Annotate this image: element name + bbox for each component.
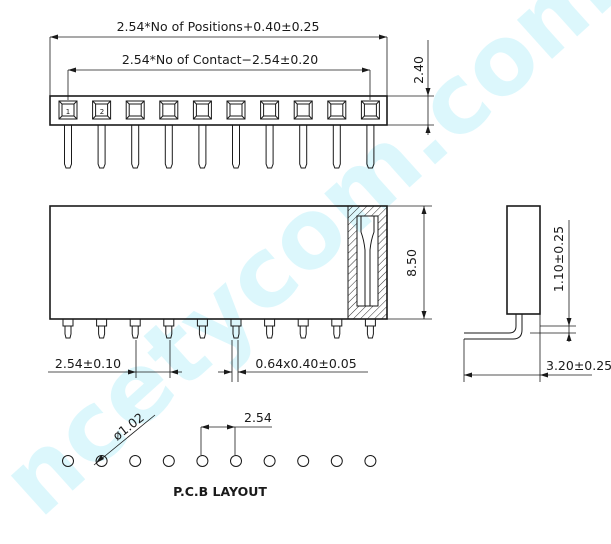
pin (64, 125, 72, 169)
pin (129, 318, 141, 339)
pcb-hole (330, 455, 343, 467)
side-body (506, 205, 541, 315)
pcb-hole (62, 455, 74, 467)
contact-square (260, 100, 280, 120)
pcb-hole (230, 455, 242, 467)
side-pin (464, 314, 523, 340)
pin-row (62, 318, 376, 339)
pin (364, 318, 376, 339)
pin (96, 318, 108, 339)
layout-pitch-label: 2.54 (244, 410, 272, 425)
side-width-label: 3.20±0.25 (546, 358, 611, 373)
pin (366, 125, 375, 169)
pin-number-label: 1 (66, 108, 70, 116)
pitch-dimension: 2.54±0.10 (48, 340, 182, 378)
pin-section-dimension: 0.64x0.40±0.05 (218, 340, 368, 382)
pin (198, 125, 207, 169)
pin (299, 125, 308, 169)
contact-square (192, 100, 212, 120)
pin (232, 125, 240, 169)
contact-span-dimension: 2.54*No of Contact−2.54±0.20 (67, 52, 371, 100)
pitch-label: 2.54±0.10 (55, 356, 121, 371)
pin (163, 318, 175, 339)
pin (264, 318, 276, 339)
front-view: 8.50 2.54±0.10 0.64x0.40±0.05 (48, 205, 432, 382)
pcb-hole (263, 455, 276, 467)
pcb-hole (364, 455, 377, 467)
contact-square (58, 100, 78, 120)
hole-row (62, 455, 377, 467)
pin-section-label: 0.64x0.40±0.05 (255, 356, 356, 371)
header-height-dimension: 2.40 (387, 40, 434, 135)
overall-length-label: 2.54*No of Positions+0.40±0.25 (117, 19, 320, 34)
contact-square (92, 100, 112, 120)
pin (230, 318, 242, 339)
pin (97, 125, 106, 169)
overall-length-dimension: 2.54*No of Positions+0.40±0.25 (49, 19, 388, 96)
layout-pitch-dimension: 2.54 (200, 410, 272, 455)
contact-square (125, 100, 145, 120)
contact-square (327, 100, 347, 120)
pin (62, 318, 74, 339)
side-width-dimension: 3.20±0.25 (463, 314, 611, 382)
pcb-hole (95, 455, 108, 467)
side-height-label: 1.10±0.25 (551, 226, 566, 292)
contact-square (226, 100, 246, 120)
pin (332, 125, 341, 169)
header-housing (49, 95, 388, 126)
header-height-label: 2.40 (411, 56, 426, 84)
top-view: 2.54*No of Positions+0.40±0.25 2.54*No o… (49, 19, 434, 169)
contact-row (58, 100, 380, 120)
pcb-hole (129, 455, 142, 467)
pcb-hole (162, 455, 175, 467)
contact-square (360, 100, 380, 120)
pin (196, 318, 208, 339)
pin (131, 125, 140, 169)
pin (297, 318, 309, 339)
side-height-dimension: 1.10±0.25 (530, 220, 576, 342)
contact-span-label: 2.54*No of Contact−2.54±0.20 (122, 52, 318, 67)
pin-number-label: 2 (100, 108, 104, 116)
pin-row (64, 125, 375, 169)
body-height-dimension: 8.50 (387, 205, 432, 320)
side-view: 1.10±0.25 3.20±0.25 (463, 205, 611, 382)
pin (265, 125, 274, 169)
contact-square (159, 100, 179, 120)
pin (331, 318, 343, 339)
pcb-layout-title: P.C.B LAYOUT (173, 484, 267, 499)
pcb-hole (297, 455, 310, 467)
cross-section (347, 205, 388, 320)
pcb-hole (196, 455, 209, 467)
contact-square (293, 100, 313, 120)
pin (164, 125, 173, 169)
body-height-label: 8.50 (404, 249, 419, 277)
